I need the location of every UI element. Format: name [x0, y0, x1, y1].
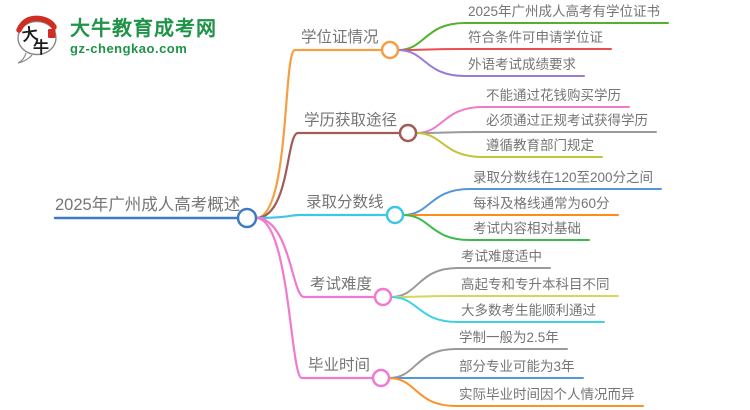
branch-topic-4[interactable]: 考试难度	[310, 276, 373, 293]
logo-title: 大牛教育成考网	[70, 17, 217, 40]
leaf-line-1-2	[397, 48, 612, 51]
leaf-topic-5-2[interactable]: 部分专业可能为3年	[459, 359, 575, 374]
branch-node-5[interactable]	[371, 368, 391, 388]
leaf-line-4-3	[390, 296, 605, 323]
leaf-line-2-1	[415, 106, 630, 134]
branch-topic-3[interactable]: 录取分数线	[306, 194, 384, 211]
logo-bubble	[17, 20, 57, 56]
leaf-topic-3-3[interactable]: 考试内容相对基础	[473, 221, 581, 236]
leaf-topic-2-1[interactable]: 不能通过花钱购买学历	[486, 88, 621, 103]
branch-node-4[interactable]	[373, 287, 393, 307]
leaf-topic-4-2[interactable]: 高起专和专升本科目不同	[461, 277, 610, 292]
branch-line-5	[254, 216, 375, 380]
leaf-topic-3-1[interactable]: 录取分数线在120至200分之间	[473, 170, 654, 185]
logo: 大 牛 大牛教育成考网 gz-chengkao.com	[12, 10, 217, 64]
branch-node-3[interactable]	[385, 205, 405, 225]
root-topic[interactable]: 2025年广州成人高考概述	[55, 196, 241, 214]
branch-node-1[interactable]	[380, 40, 400, 60]
logo-char-niu: 牛	[33, 38, 49, 57]
branch-node-2[interactable]	[398, 123, 418, 143]
branch-topic-1[interactable]: 学位证情况	[301, 29, 379, 46]
branch-topic-5[interactable]: 毕业时间	[308, 357, 371, 374]
branch-line-1	[254, 48, 384, 220]
leaf-line-2-3	[415, 132, 603, 158]
leaf-topic-4-3[interactable]: 大多数考生能顺利通过	[461, 303, 596, 318]
leaf-line-3-1	[402, 188, 662, 216]
leaf-line-3-3	[402, 214, 590, 241]
logo-char-da: 大	[21, 24, 40, 45]
leaf-topic-4-1[interactable]: 考试难度适中	[461, 249, 542, 264]
logo-bubble-tail	[17, 52, 33, 64]
leaf-topic-5-3[interactable]: 实际毕业时间因个人情况而异	[459, 387, 635, 402]
leaf-line-1-3	[397, 49, 585, 77]
branch-line-4	[254, 216, 377, 299]
leaf-topic-1-2[interactable]: 符合条件可申请学位证	[468, 30, 603, 45]
logo-red-seal	[48, 29, 56, 38]
logo-domain: gz-chengkao.com	[70, 40, 188, 56]
leaf-topic-2-2[interactable]: 必须通过正规考试获得学历	[486, 113, 648, 128]
branch-topic-2[interactable]: 学历获取途径	[304, 112, 398, 129]
leaf-topic-5-1[interactable]: 学制一般为2.5年	[459, 330, 559, 345]
leaf-line-4-2	[390, 295, 619, 298]
daniu-logo-icon: 大 牛	[16, 15, 57, 64]
branch-line-3	[254, 213, 389, 220]
leaf-line-1-1	[397, 22, 669, 51]
leaf-line-5-3	[388, 377, 644, 407]
logo-text: 大牛教育成考网 gz-chengkao.com	[70, 18, 217, 56]
branch-line-2	[254, 131, 402, 220]
logo-red-arc	[16, 15, 57, 33]
leaf-line-4-1	[390, 267, 551, 298]
leaf-topic-1-1[interactable]: 2025年广州成人高考有学位证书	[468, 4, 661, 19]
leaf-line-2-2	[415, 131, 657, 134]
leaf-topic-1-3[interactable]: 外语考试成绩要求	[468, 57, 576, 72]
leaf-topic-2-3[interactable]: 遵循教育部门规定	[486, 138, 594, 153]
leaf-topic-3-2[interactable]: 每科及格线通常为60分	[473, 196, 610, 211]
root-node[interactable]	[236, 207, 258, 229]
leaf-line-5-1	[388, 348, 568, 379]
